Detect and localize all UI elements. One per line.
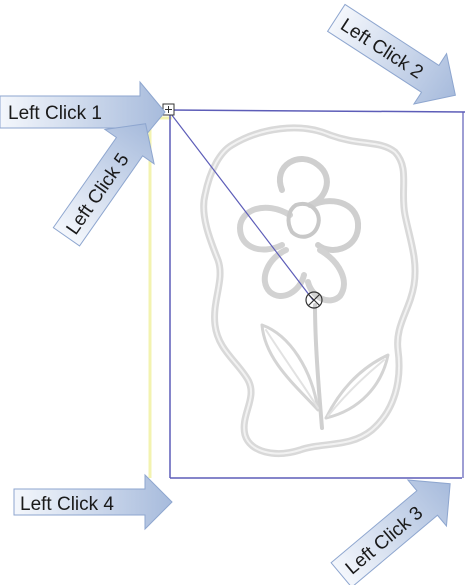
left-click-3-callout: Left Click 3 [330,479,451,585]
diagonal-connector-line [167,109,314,301]
arrow-up-right-icon [330,479,451,585]
left-click-4-callout: Left Click 4 [13,473,173,531]
arrow-up-right-icon [52,123,155,247]
selection-rectangle[interactable] [167,109,466,479]
left-click-3-label: Left Click 3 [342,503,427,579]
left-click-1-label: Left Click 1 [8,103,102,124]
square-plus-icon[interactable] [162,103,175,116]
yellow-guides [148,116,172,478]
left-click-2-callout: Left Click 2 [326,3,456,105]
arrow-down-right-icon [326,3,456,105]
arrow-right-icon [13,473,173,531]
left-click-4-label: Left Click 4 [20,494,114,515]
flower-image [200,124,419,457]
circle-x-icon[interactable] [305,291,323,309]
